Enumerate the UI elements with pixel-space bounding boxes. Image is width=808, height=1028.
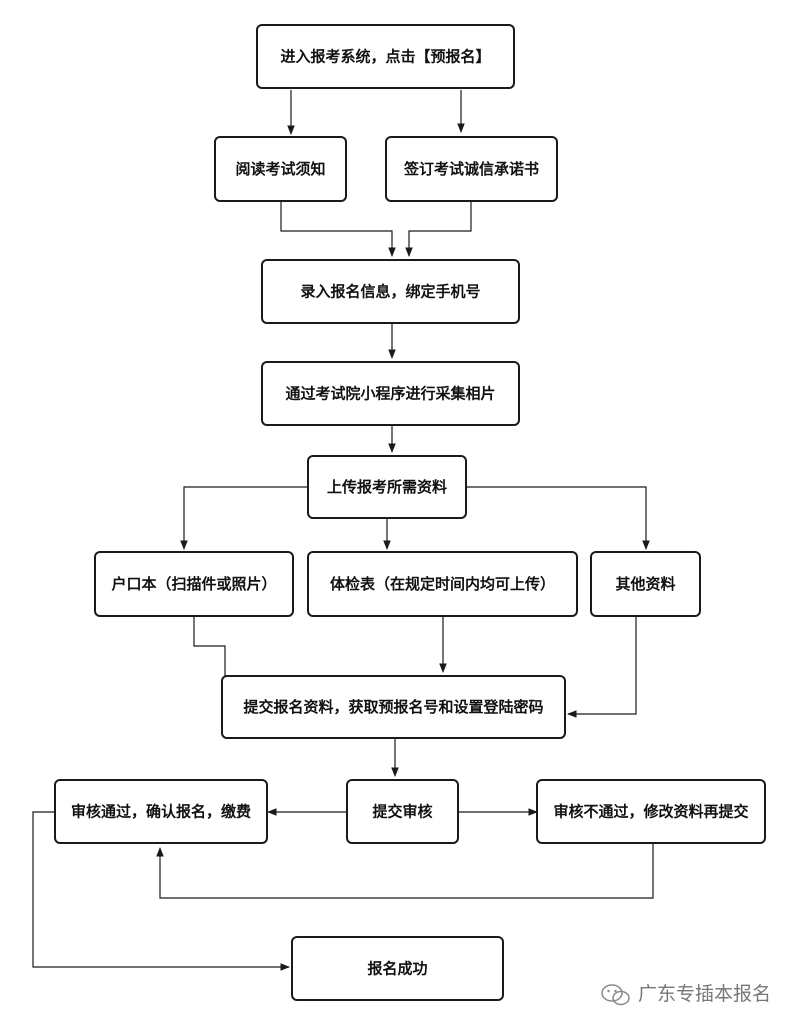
node-label: 报名成功 [367, 960, 427, 978]
node-review-pass: 审核通过，确认报名，缴费 [54, 779, 268, 844]
node-label: 上传报考所需资料 [327, 478, 447, 496]
node-upload-docs: 上传报考所需资料 [307, 455, 467, 519]
node-read-notice: 阅读考试须知 [214, 136, 347, 202]
arrow-pledge-to-info [405, 202, 472, 257]
node-label: 阅读考试须知 [235, 160, 325, 178]
node-label: 签订考试诚信承诺书 [403, 160, 539, 178]
arrow-other-to-submit [567, 617, 637, 718]
node-label: 提交报名资料，获取预报名号和设置登陆密码 [243, 698, 543, 716]
connectors [32, 90, 654, 971]
arrow-upload-to-other [466, 486, 650, 550]
arrow-pass-to-success [32, 811, 290, 971]
watermark-text: 广东专插本报名 [638, 983, 771, 1005]
arrow-read-to-info [280, 202, 396, 257]
node-photo-collect: 通过考试院小程序进行采集相片 [261, 361, 520, 426]
wechat-icon [601, 984, 630, 1006]
node-other-docs: 其他资料 [590, 551, 701, 617]
node-label: 提交审核 [372, 803, 432, 821]
node-label: 其他资料 [615, 575, 675, 593]
node-review-fail: 审核不通过，修改资料再提交 [536, 779, 766, 844]
node-submit-get-number: 提交报名资料，获取预报名号和设置登陆密码 [221, 675, 566, 739]
node-label: 录入报名信息，绑定手机号 [300, 283, 480, 301]
node-enter-system: 进入报考系统，点击【预报名】 [256, 24, 515, 89]
node-label: 通过考试院小程序进行采集相片 [285, 385, 495, 403]
arrow-upload-to-hukou [180, 486, 308, 550]
node-label: 进入报考系统，点击【预报名】 [280, 48, 490, 66]
node-label: 户口本（扫描件或照片） [111, 575, 276, 593]
node-enter-info: 录入报名信息，绑定手机号 [261, 259, 520, 324]
watermark: 广东专插本报名 [601, 983, 771, 1006]
node-label: 审核通过，确认报名，缴费 [71, 803, 251, 821]
node-label: 体检表（在规定时间内均可上传） [330, 575, 555, 593]
node-submit-review: 提交审核 [346, 779, 459, 844]
arrow-fail-back-to-pass [156, 842, 654, 899]
node-hukou: 户口本（扫描件或照片） [94, 551, 294, 617]
node-sign-pledge: 签订考试诚信承诺书 [385, 136, 558, 202]
node-label: 审核不通过，修改资料再提交 [553, 803, 748, 821]
node-success: 报名成功 [291, 936, 504, 1001]
arrow-hukou-to-submit [193, 617, 229, 708]
node-health-form: 体检表（在规定时间内均可上传） [307, 551, 578, 617]
